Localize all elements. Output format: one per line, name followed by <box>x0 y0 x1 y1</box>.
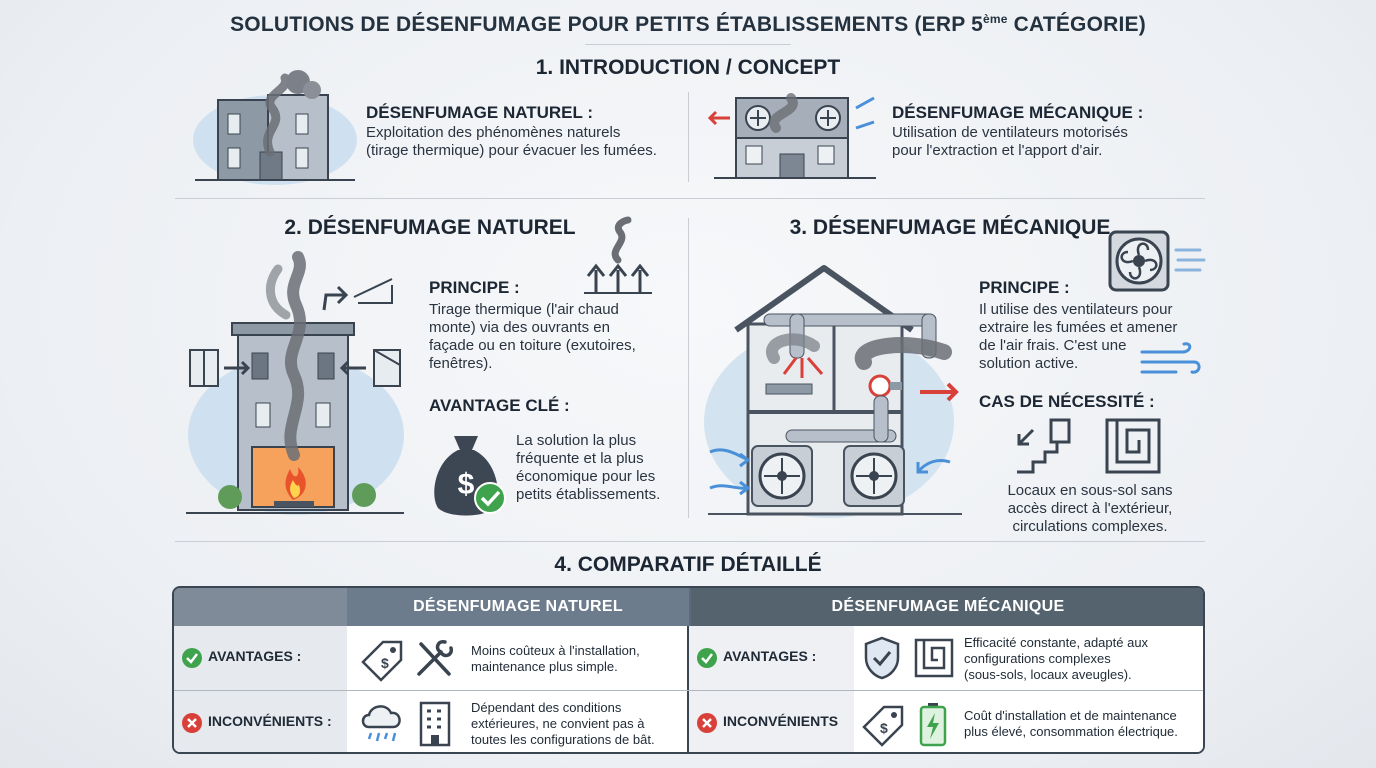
maze-icon <box>1105 418 1161 474</box>
main-title-sup: ème <box>982 12 1008 26</box>
wind-icon <box>1140 342 1201 374</box>
intro-mechanical-line2: pour l'extraction et l'apport d'air. <box>892 142 1103 159</box>
price-tag-symbol: $ <box>880 720 888 736</box>
natural-advantage-line: petits établissements. <box>516 486 661 503</box>
row-label-cell: INCONVÉNIENTS : <box>174 691 347 752</box>
mechanical-need-line: accès direct à l'extérieur, <box>1007 500 1173 517</box>
maze-icon <box>914 638 954 678</box>
shield-check-icon <box>864 636 900 680</box>
column-separator <box>687 626 689 690</box>
column-separator <box>687 691 689 752</box>
price-tag-icon: $ <box>862 705 904 747</box>
building-icon <box>419 701 451 747</box>
table-row-advantages: AVANTAGES : $ Moins coûteux à l'installa… <box>174 626 1203 690</box>
cell-line: (sous-sols, locaux aveugles). <box>964 667 1132 682</box>
natural-advantage-line: fréquente et la plus <box>516 450 644 467</box>
section-2-3-divider <box>688 218 689 518</box>
cell-line: toutes les configurations de bât. <box>471 732 655 747</box>
cell-line: Efficacité constante, adapté aux <box>964 635 1149 650</box>
intro-divider <box>688 92 689 182</box>
basement-stairs-icon <box>1017 418 1071 474</box>
natural-advantage-heading: AVANTAGE CLÉ : <box>429 396 570 415</box>
cell-line: maintenance plus simple. <box>471 659 618 674</box>
cross-icon <box>697 713 717 733</box>
cell-line: Moins coûteux à l'installation, <box>471 643 640 658</box>
mechanical-drawbacks-cell: $ Coût d'installation et de maintenance … <box>854 691 1203 752</box>
mechanical-advantages-cell: Efficacité constante, adapté aux configu… <box>854 626 1203 690</box>
price-tag-symbol: $ <box>381 655 389 671</box>
cross-icon <box>182 713 202 733</box>
intro-natural-line2: (tirage thermique) pour évacuer les fumé… <box>366 142 657 159</box>
check-icon <box>182 648 202 668</box>
natural-principle-line: fenêtres). <box>429 355 493 372</box>
title-underline <box>585 44 791 45</box>
money-symbol: $ <box>458 468 475 501</box>
advantages-label-mechanical: AVANTAGES : <box>723 648 817 664</box>
money-bag-icon: $ <box>434 436 506 516</box>
main-title-text: SOLUTIONS DE DÉSENFUMAGE POUR PETITS ÉTA… <box>230 13 983 36</box>
section-1-title: 1. INTRODUCTION / CONCEPT <box>535 56 841 79</box>
price-tag-icon: $ <box>361 640 403 682</box>
mechanical-principle-line: extraire les fumées et amener <box>979 319 1178 336</box>
mechanical-principle-heading: PRINCIPE : <box>979 278 1070 297</box>
natural-advantage-line: économique pour les <box>516 468 656 485</box>
drawbacks-label-mechanical: INCONVÉNIENTS <box>723 713 839 729</box>
section-3-bottom-rule <box>175 541 1205 542</box>
natural-advantage-line: La solution la plus <box>516 432 637 449</box>
battery-icon <box>919 703 947 747</box>
cell-line: configurations complexes <box>964 651 1111 666</box>
check-icon <box>697 648 717 668</box>
table-header-corner <box>174 588 347 626</box>
cell-line: plus élevé, consommation électrique. <box>964 724 1178 739</box>
cell-line: Dépendant des conditions <box>471 700 622 715</box>
column-header-mechanical: DÉSENFUMAGE MÉCANIQUE <box>691 588 1203 626</box>
column-header-natural: DÉSENFUMAGE NATUREL <box>347 588 689 626</box>
mechanical-need-heading: CAS DE NÉCESSITÉ : <box>979 392 1155 411</box>
section-2-title: 2. DÉSENFUMAGE NATUREL <box>284 216 576 239</box>
mechanical-principle-line: Il utilise des ventilateurs pour <box>979 301 1173 318</box>
intro-mechanical-heading: DÉSENFUMAGE MÉCANIQUE : <box>892 103 1144 122</box>
mechanical-need-line: Locaux en sous-sol sans <box>1007 482 1173 499</box>
natural-drawbacks-cell: Dépendant des conditions extérieures, ne… <box>347 691 689 752</box>
intro-mechanical-line1: Utilisation de ventilateurs motorisés <box>892 124 1128 141</box>
natural-principle-line: façade ou en toiture (exutoires, <box>429 337 636 354</box>
intro-natural-heading: DÉSENFUMAGE NATUREL : <box>366 103 593 122</box>
mechanical-need-line: circulations complexes. <box>1012 518 1168 535</box>
section-1-bottom-rule <box>175 198 1205 199</box>
drawbacks-label: INCONVÉNIENTS : <box>208 713 332 729</box>
natural-principle-line: monte) via des ouvrants en <box>429 319 610 336</box>
natural-building-illustration <box>193 70 357 185</box>
cell-line: Coût d'installation et de maintenance <box>964 708 1177 723</box>
natural-principle-heading: PRINCIPE : <box>429 278 520 297</box>
main-title-end: CATÉGORIE) <box>1007 13 1146 36</box>
comparison-table: DÉSENFUMAGE NATUREL DÉSENFUMAGE MÉCANIQU… <box>172 586 1205 754</box>
table-header: DÉSENFUMAGE NATUREL DÉSENFUMAGE MÉCANIQU… <box>174 588 1203 626</box>
natural-principle-line: Tirage thermique (l'air chaud <box>429 301 619 318</box>
row-label-cell: AVANTAGES : <box>174 626 347 690</box>
row-label-cell-mechanical: AVANTAGES : <box>689 626 854 690</box>
natural-advantages-cell: $ Moins coûteux à l'installation, mainte… <box>347 626 689 690</box>
row-label-cell-mechanical: INCONVÉNIENTS <box>689 691 854 752</box>
mechanical-house-illustration <box>704 265 962 518</box>
mechanical-principle-line: solution active. <box>979 355 1079 372</box>
section-4-title: 4. COMPARATIF DÉTAILLÉ <box>554 553 822 576</box>
table-row-drawbacks: INCONVÉNIENTS : Dépendant des conditions… <box>174 690 1203 752</box>
mechanical-building-illustration <box>707 93 876 179</box>
section-3-title: 3. DÉSENFUMAGE MÉCANIQUE <box>789 216 1111 239</box>
cell-line: extérieures, ne convient pas à <box>471 716 645 731</box>
intro-natural-line1: Exploitation des phénomènes naturels <box>366 124 621 141</box>
advantages-label: AVANTAGES : <box>208 648 302 664</box>
wrench-tool-icon <box>417 640 453 676</box>
rain-cloud-icon <box>361 705 401 742</box>
mechanical-principle-line: de l'air frais. C'est une <box>979 337 1127 354</box>
natural-smoke-building-illustration <box>186 251 404 515</box>
main-title: SOLUTIONS DE DÉSENFUMAGE POUR PETITS ÉTA… <box>0 12 1376 37</box>
thermal-draft-arrows-icon <box>584 216 652 294</box>
fan-icon <box>1108 230 1206 292</box>
